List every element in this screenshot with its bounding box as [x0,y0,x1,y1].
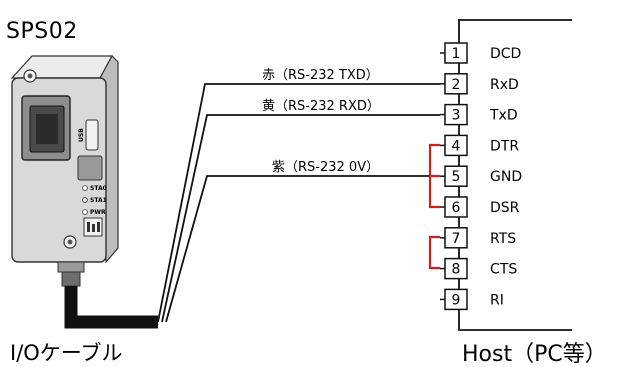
pin-list: 1 DCD 2 RxD 3 TxD 4 DTR 5 GND 6 DSR 7 RTS 8 CTS 9 RI [440,42,522,311]
lens-inner [36,114,58,144]
pin-box [444,165,468,187]
dip-switch-lever [92,224,95,232]
host-label: Host（PC等） [462,342,607,367]
pin-name: RxD [490,77,519,93]
pin-row: 8 CTS [440,257,517,280]
led-sta1-label: STA1 [90,197,107,204]
led-sta0-label: STA0 [90,185,107,192]
usb-port [85,119,99,151]
jumper-dtr-gnd-dsr [428,143,440,209]
pin-box [444,257,468,280]
cable-connector [57,261,85,273]
pin-number: 3 [452,108,461,124]
pin-name: DTR [490,138,519,154]
pin-name: DSR [490,200,520,216]
status-window [77,155,103,181]
pin-box [444,288,468,311]
screw-hole [67,239,73,245]
pin-row: 6 DSR [440,196,520,218]
pin-name: RI [490,292,504,308]
pin-name: CTS [490,262,517,278]
pin-row: 7 RTS [440,227,516,249]
pin-number: 9 [452,292,461,308]
jumper-rts-cts [428,235,440,270]
wire-label-purple: 紫（RS-232 0V） [272,160,379,175]
pin-number: 5 [452,169,461,185]
pin-number: 1 [452,46,461,62]
wire-purple-0v [165,175,440,323]
led-pwr-label: PWR [90,209,106,216]
usb-port-label: USB [78,128,85,142]
sps02-device: USB STA0 STA1 PWR [10,55,119,287]
pin-box [444,103,468,126]
device-name: SPS02 [6,19,78,44]
pin-box [444,73,468,95]
pin-number: 2 [452,77,461,93]
pin-name: RTS [490,231,516,247]
dip-switch-lever [87,222,90,232]
pin-row: 4 DTR [440,134,519,157]
dip-switch-lever [97,222,100,232]
cable-boot [61,271,81,287]
pin-box [444,134,468,157]
pin-row: 5 GND [440,165,522,187]
host-connector: 1 DCD 2 RxD 3 TxD 4 DTR 5 GND 6 DSR 7 RTS 8 CTS 9 RI [440,19,572,331]
led-pwr [82,209,88,215]
wire-red-txd [157,83,440,323]
pin-row: 9 RI [440,288,504,311]
wire-label-red: 赤（RS-232 TXD） [262,68,379,83]
pin-box [444,42,468,64]
pin-row: 1 DCD [440,42,521,64]
wire-yellow-rxd [161,114,440,323]
pin-row: 2 RxD [440,73,519,95]
pin-number: 7 [452,231,461,247]
led-sta1 [82,197,88,203]
pin-name: GND [490,169,522,185]
pin-number: 8 [452,262,461,278]
signal-wires [157,83,440,323]
pin-number: 6 [452,200,461,216]
screw-hole [27,73,33,79]
pin-number: 4 [452,138,461,154]
jumper-wires [428,143,440,270]
pin-box [444,196,468,218]
led-indicators: STA0 STA1 PWR [82,185,107,216]
cable-label: I/Oケーブル [10,341,123,365]
io-cable [64,286,158,329]
pin-name: TxD [489,108,518,124]
pin-row: 3 TxD [440,103,518,126]
led-sta0 [82,185,88,191]
wire-label-yellow: 黄（RS-232 RXD） [262,99,380,114]
pin-name: DCD [490,46,521,62]
pin-box [444,227,468,249]
